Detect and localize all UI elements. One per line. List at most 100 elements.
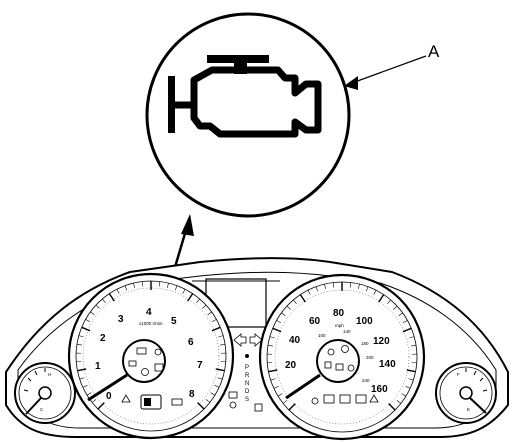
tach-tick (102, 298, 106, 303)
speed-tick (387, 299, 391, 304)
tach-number-0: 0 (106, 391, 112, 402)
tach-tick (158, 281, 161, 287)
speed-tick (358, 284, 360, 290)
temp-label-h: H (48, 372, 51, 377)
tach-tick (91, 399, 97, 403)
speed-tick (349, 282, 352, 288)
tach-tick (218, 335, 224, 338)
speed-tick (281, 312, 286, 317)
gear-r: R (245, 373, 250, 379)
tachometer-numbers: 0 1 2 3 4 5 6 7 8 (95, 307, 203, 402)
speed-tick (365, 286, 369, 292)
tach-tick (197, 402, 205, 410)
tach-tick (116, 289, 120, 294)
speed-tick (411, 344, 417, 347)
speed-tick (378, 294, 385, 303)
mph-number-160: 160 (371, 384, 388, 395)
temperature-gauge: H C (14, 362, 76, 424)
speed-tick (270, 378, 276, 381)
speed-bottom-icons (311, 394, 379, 405)
speed-tick (332, 282, 335, 288)
speedometer-needle (285, 373, 321, 400)
tach-tick (211, 319, 217, 323)
tach-tick (174, 285, 178, 291)
tach-number-8: 8 (189, 389, 195, 400)
speedometer-ticks (267, 282, 417, 411)
mph-number-20: 20 (285, 360, 297, 371)
speedometer-kmh-numbers: 100 140 180 200 240 (318, 329, 374, 383)
gear-n: N (245, 381, 249, 387)
center-warning-icons (228, 391, 263, 412)
tach-tick (85, 319, 91, 323)
gear-s: S (245, 397, 249, 403)
speed-tick (402, 327, 412, 333)
kmh-number-100: 100 (318, 333, 326, 338)
speed-tick (273, 386, 279, 389)
speed-tick (408, 378, 414, 381)
speed-unit-label: mph (335, 323, 344, 328)
fuel-gauge: F E (435, 362, 497, 424)
speed-tick (388, 403, 396, 411)
tach-tick (167, 283, 169, 289)
check-engine-icon (168, 55, 322, 138)
tach-tick (202, 304, 207, 309)
speed-tick (393, 305, 398, 310)
kmh-number-180: 180 (361, 341, 369, 346)
speed-tick (272, 327, 282, 333)
tach-tick (215, 368, 225, 372)
tach-tick (220, 343, 226, 346)
tach-unit-label: x1000 r/min (139, 321, 163, 326)
speed-tick (409, 336, 415, 339)
fuel-label-f: F (457, 372, 460, 377)
tach-bottom-icons (121, 394, 183, 410)
mph-number-100: 100 (356, 316, 373, 327)
speed-tick (401, 393, 407, 397)
speed-tick (324, 284, 326, 290)
tach-number-5: 5 (171, 316, 177, 327)
speed-tick (288, 403, 296, 411)
speed-tick (269, 336, 275, 339)
tach-tick (76, 343, 82, 346)
magnifier-circle (145, 12, 351, 218)
gear-p: P (245, 365, 249, 371)
kmh-number-240: 240 (362, 378, 370, 383)
gear-d: D (245, 389, 250, 395)
magnified-view: A (145, 12, 440, 218)
tach-tick (82, 385, 88, 388)
gear-indicator: P R N D S (245, 354, 250, 403)
turn-signal-right-icon (249, 333, 263, 347)
kmh-number-200: 200 (366, 355, 374, 360)
temperature-needle (25, 397, 42, 415)
speed-tick (293, 299, 297, 304)
instrument-cluster: P R N D S H C (5, 257, 509, 441)
mph-number-140: 140 (379, 359, 396, 370)
tach-tick (90, 311, 95, 316)
speed-tick (282, 400, 288, 404)
speed-tick (276, 320, 282, 324)
tach-inner-dial (122, 339, 166, 383)
speed-tick (277, 393, 283, 397)
callout-leader-line (351, 55, 427, 84)
speed-tick (268, 369, 278, 373)
tach-number-2: 2 (100, 333, 106, 344)
speed-tick (267, 344, 273, 347)
speed-tick (307, 290, 311, 295)
fuel-gauge-ticks (465, 368, 488, 392)
gear-indicator-dot (245, 354, 249, 358)
speed-tick (402, 320, 408, 324)
speed-tick (396, 400, 402, 404)
tachometer: 0 1 2 3 4 5 6 7 8 x1000 r/min (67, 272, 235, 440)
tach-tick (214, 385, 220, 388)
tach-number-1: 1 (95, 361, 101, 372)
tach-tick (79, 377, 85, 380)
callout-arrowhead (344, 76, 358, 90)
mph-number-80: 80 (333, 308, 345, 319)
tach-tick (108, 293, 115, 302)
tach-tick (133, 283, 135, 289)
tach-tick (217, 377, 223, 380)
tach-tick (86, 392, 92, 396)
speed-tick (398, 312, 403, 317)
tach-tick (141, 281, 144, 287)
speedometer: 20 40 60 80 100 120 140 160 mph 100 140 … (258, 273, 426, 441)
